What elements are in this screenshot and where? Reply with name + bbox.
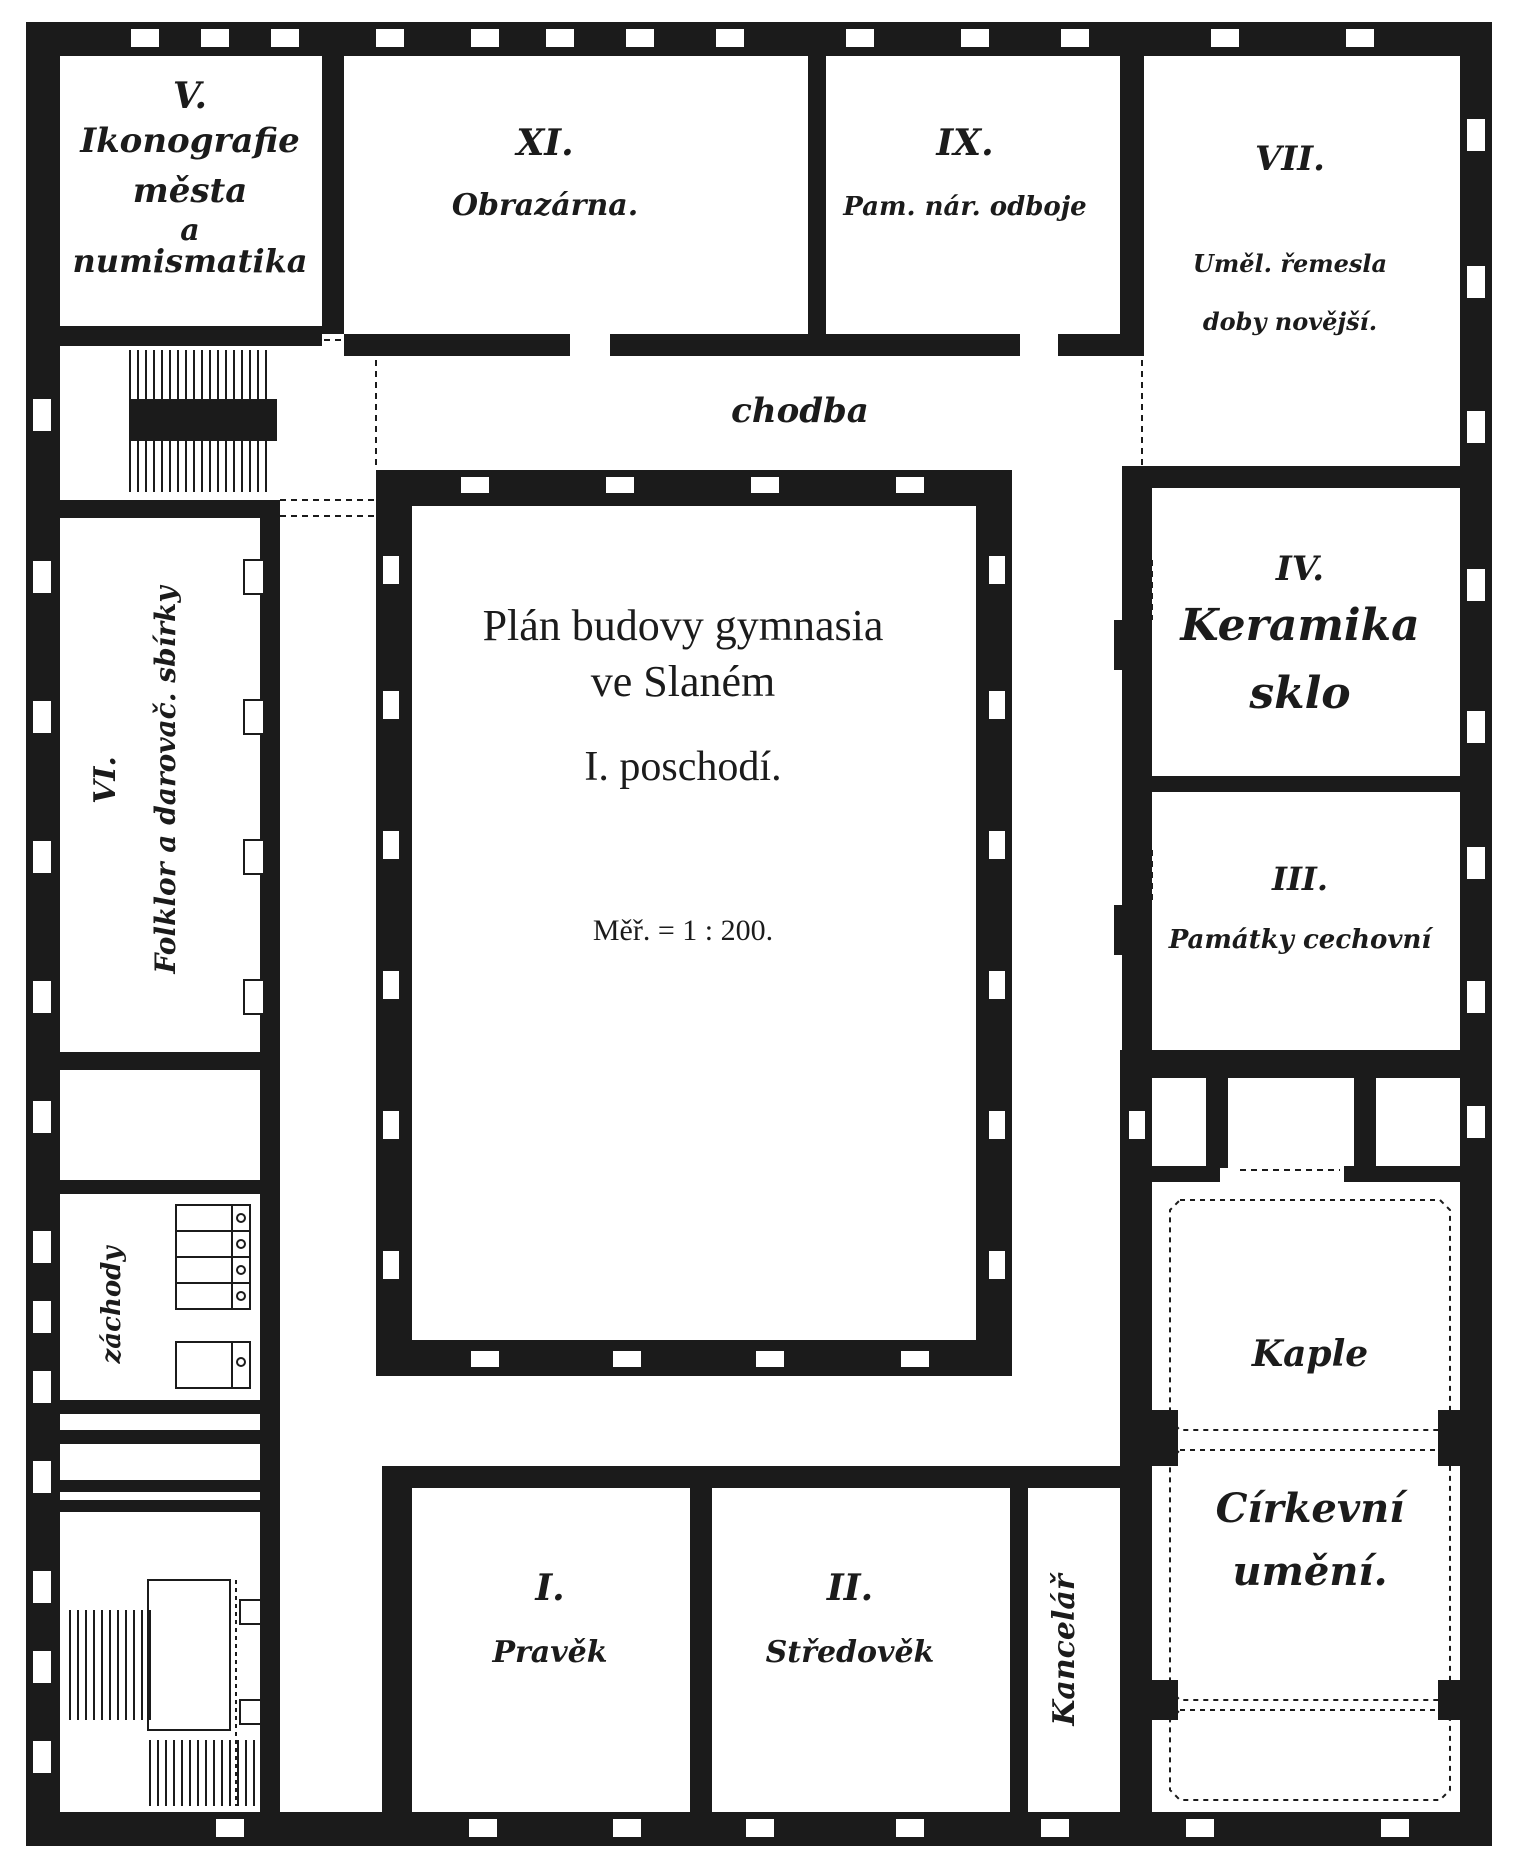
room-4-line1: Keramika [1178,600,1419,651]
room-9-name: Pam. nár. odboje [842,192,1086,222]
room-3-name: Památky cechovní [1168,925,1435,955]
church-art-line2: umění. [1232,1548,1387,1595]
room-7-line2: doby novější. [1203,307,1377,336]
stairs-bottom-left [69,1579,263,1806]
chapel-label: Kaple [1251,1333,1368,1375]
chapel-window [1467,1240,1485,1640]
room-6-name: Folklor a darovač. sbírky [149,585,182,975]
room-5-line3: a [180,213,199,248]
plan-floor: I. poschodí. [584,744,781,790]
room-6-number: VI. [88,756,123,804]
room-5: V. Ikonografie města a numismatika [73,75,308,280]
title-block: Plán budovy gymnasia ve Slaném I. poscho… [483,601,884,947]
church-art-line1: Církevní [1216,1485,1409,1532]
room-4: IV. Keramika sklo [1178,549,1419,719]
plan-scale: Měř. = 1 : 200. [593,914,773,947]
room-5-line1: Ikonografie [79,121,300,161]
room-3: III. Památky cechovní [1168,860,1435,955]
doors [280,339,1440,1481]
toilet-fixtures [175,1204,251,1389]
room-6: VI. Folklor a darovač. sbírky [88,585,182,975]
room-2-number: II. [826,1567,873,1609]
plan-title-line1: Plán budovy gymnasia [483,601,884,650]
office-label: Kancelář [1047,1572,1082,1727]
chapel-piers [1152,1410,1460,1720]
room-2-name: Středověk [766,1635,935,1670]
room-7-number: VII. [1255,139,1325,179]
room-1: I. Pravěk [491,1567,607,1670]
room-5-number: V. [173,75,207,117]
room-1-number: I. [534,1567,564,1609]
room-5-line2: města [133,171,247,211]
room-5-line4: numismatika [73,242,308,280]
room-11-name: Obrazárna. [452,188,638,223]
toilets-label: záchody [97,1245,127,1365]
room-4-number: IV. [1275,549,1324,589]
room-3-number: III. [1271,860,1328,898]
room-7-line1: Uměl. řemesla [1193,249,1387,278]
room-7: VII. Uměl. řemesla doby novější. [1193,139,1387,336]
room-11-number: XI. [514,122,573,164]
stairs-top-left [129,350,277,492]
room-1-name: Pravěk [491,1635,607,1670]
room-9-number: IX. [935,122,993,164]
room-2: II. Středověk [766,1567,935,1670]
room-11: XI. Obrazárna. [452,122,638,223]
room-4-line2: sklo [1248,668,1350,719]
wall-stubs [1114,620,1126,955]
courtyard-windows [243,475,1147,1369]
windows [31,27,1487,1839]
plan-title-line2: ve Slaném [591,657,776,706]
room-9: IX. Pam. nár. odboje [842,122,1086,222]
corridor-label: chodba [731,391,869,431]
church-art-room: Církevní umění. [1216,1485,1409,1595]
door-gaps [570,334,1058,356]
